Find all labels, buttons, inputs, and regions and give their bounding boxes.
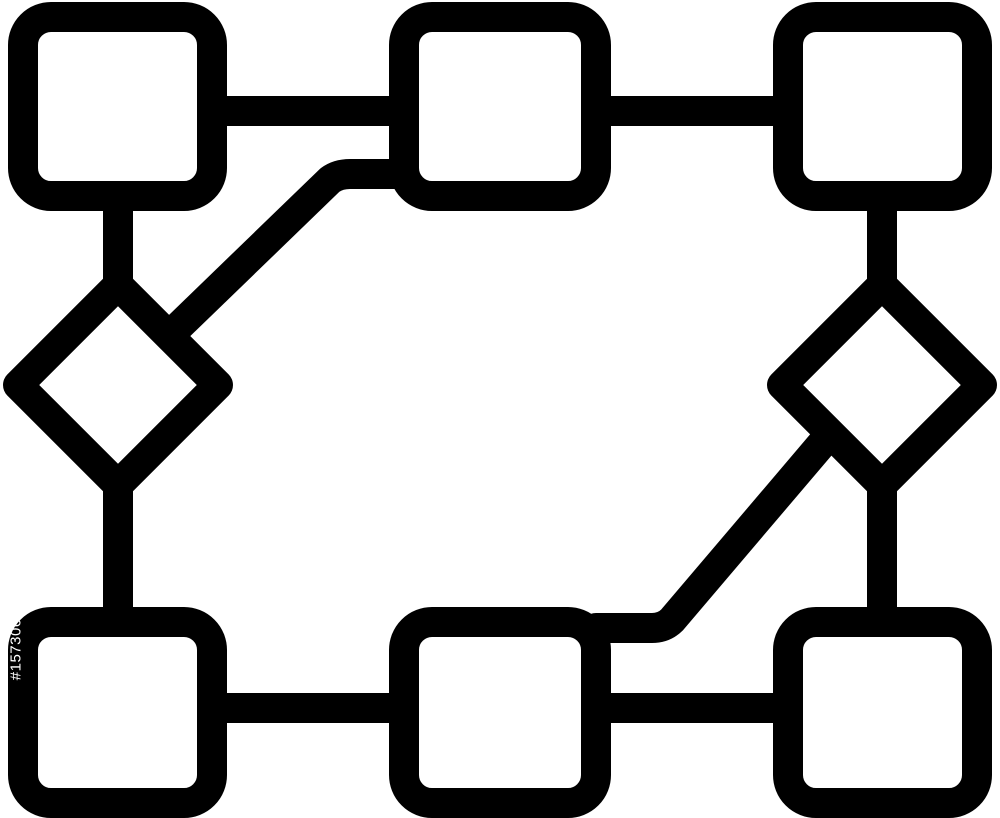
node-left-diamond <box>3 270 233 500</box>
node-bottom-right-square <box>773 607 992 818</box>
nodes <box>3 2 997 818</box>
node-top-right-square <box>773 2 992 211</box>
stock-id-watermark: #157306354 <box>0 575 34 697</box>
connector-left-diamond-top-middle <box>160 159 419 345</box>
node-right-diamond <box>767 270 997 500</box>
node-bottom-middle-square <box>389 607 611 818</box>
connector-right-diamond-bottom-middle <box>581 425 840 643</box>
stock-id-text: #157306354 <box>7 591 25 681</box>
node-top-left-square <box>8 2 227 211</box>
node-bottom-left-square <box>8 607 227 818</box>
node-top-middle-square <box>389 2 611 211</box>
